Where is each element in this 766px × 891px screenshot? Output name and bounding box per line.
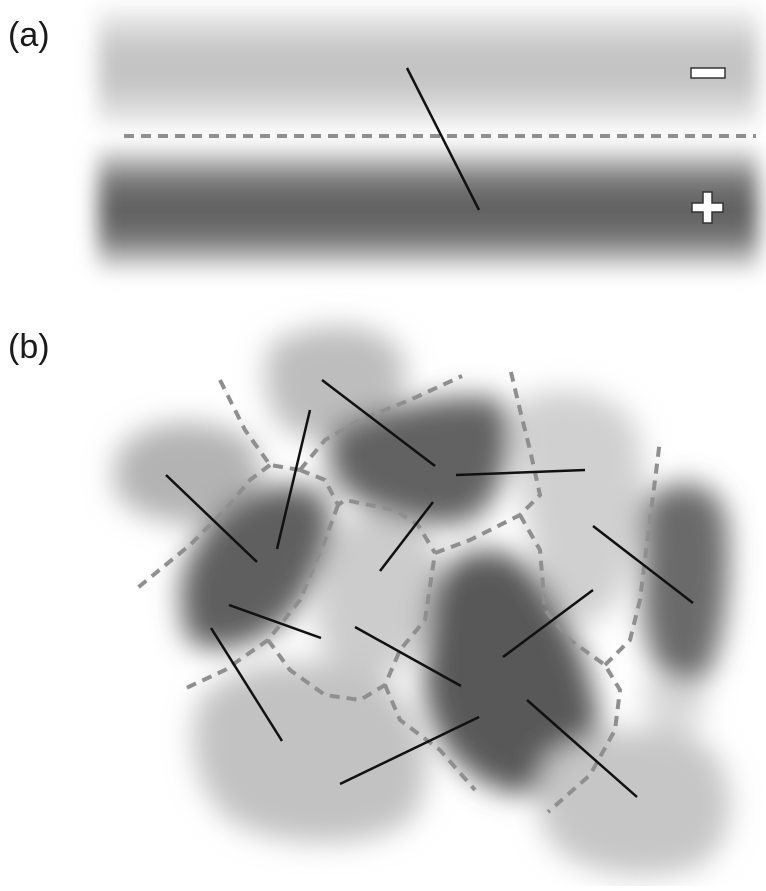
domain-wall-dashed-line <box>133 463 272 592</box>
rod-line <box>165 474 258 563</box>
panel-b <box>115 326 730 876</box>
rod-line <box>526 699 638 798</box>
domain-wall-dashed-line <box>603 439 662 667</box>
panel-a-label: (a) <box>8 16 50 54</box>
positive-region-band <box>98 148 758 272</box>
domain-wall-dashed-line <box>218 379 301 472</box>
domain-blob <box>640 677 705 734</box>
rod-line <box>592 525 694 604</box>
rod-line <box>379 501 434 572</box>
rod-line <box>275 409 312 550</box>
domain-blob <box>193 662 427 843</box>
domain-blob <box>316 512 441 682</box>
domain-wall-dashed-line <box>298 374 463 472</box>
domain-blob <box>641 483 729 691</box>
domain-blob <box>538 729 730 876</box>
rods <box>165 379 694 798</box>
domain-blobs <box>115 326 730 876</box>
rod-line <box>405 67 481 211</box>
domain-blob <box>265 326 406 440</box>
rod-line <box>455 468 586 477</box>
domain-wall-dashed-line <box>299 468 437 555</box>
rod-line <box>339 715 480 786</box>
rod-line <box>228 603 322 640</box>
domain-blob <box>424 550 600 794</box>
domain-walls <box>133 367 662 814</box>
domain-blob <box>514 390 644 622</box>
rod-line <box>321 379 436 467</box>
panel-b-label: (b) <box>8 328 50 366</box>
domain-blob <box>115 422 261 524</box>
domain-wall-dashed-line <box>434 367 543 555</box>
rod-line <box>354 625 462 688</box>
rod-line <box>502 588 594 659</box>
domain-blob <box>330 396 510 525</box>
domain-wall-dashed-line <box>383 684 477 792</box>
negative-region-band <box>98 8 758 126</box>
rod-line <box>209 627 284 742</box>
positive-sign-icon <box>691 191 724 224</box>
negative-sign-icon <box>690 67 726 79</box>
domain-wall-dashed-line <box>518 514 623 814</box>
domain-wall-dashed-line <box>181 504 340 692</box>
panel-a <box>98 8 758 272</box>
domain-blob <box>180 485 332 649</box>
